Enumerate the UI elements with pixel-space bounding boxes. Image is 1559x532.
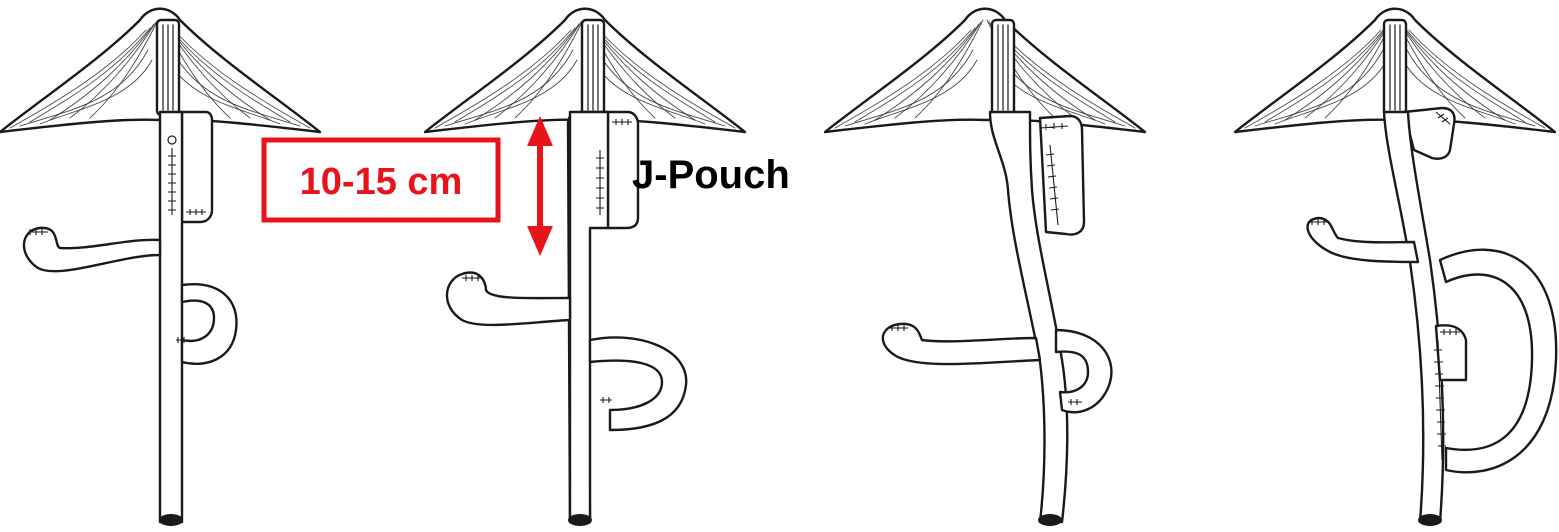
anal-canal-1 <box>157 20 179 115</box>
length-arrow <box>527 116 553 256</box>
bowel-lumen-2 <box>568 514 592 526</box>
panel-3 <box>825 9 1145 526</box>
panel-1 <box>0 9 320 526</box>
bowel-lumen-3 <box>1038 514 1062 526</box>
pouch-limb-1 <box>182 112 212 222</box>
panel-4 <box>1235 9 1556 526</box>
anal-canal-3 <box>992 20 1014 115</box>
bowel-lumen-4 <box>1418 514 1442 526</box>
panel-2 <box>425 9 745 526</box>
bowel-loop-2b <box>590 337 686 430</box>
bowel-loop-3 <box>883 324 1040 364</box>
anal-canal-4 <box>1384 20 1406 115</box>
bowel-lumen-1 <box>159 514 183 526</box>
bowel-limb-2b <box>570 112 608 522</box>
bowel-limb-4 <box>1384 112 1443 522</box>
arrow-head-down <box>527 226 553 256</box>
pouch-limb-3 <box>1040 116 1084 235</box>
anal-canal-2 <box>582 20 604 115</box>
pelvic-floor-3 <box>825 9 1145 132</box>
pouch-tail-4 <box>1436 325 1466 380</box>
j-pouch-label: J-Pouch <box>632 153 790 197</box>
bowel-loop-2 <box>447 273 570 325</box>
bowel-loop-1 <box>24 228 160 271</box>
measurement-label: 10-15 cm <box>300 161 463 203</box>
measurement-box: 10-15 cm <box>264 140 498 220</box>
bowel-loop-1b <box>182 284 237 364</box>
